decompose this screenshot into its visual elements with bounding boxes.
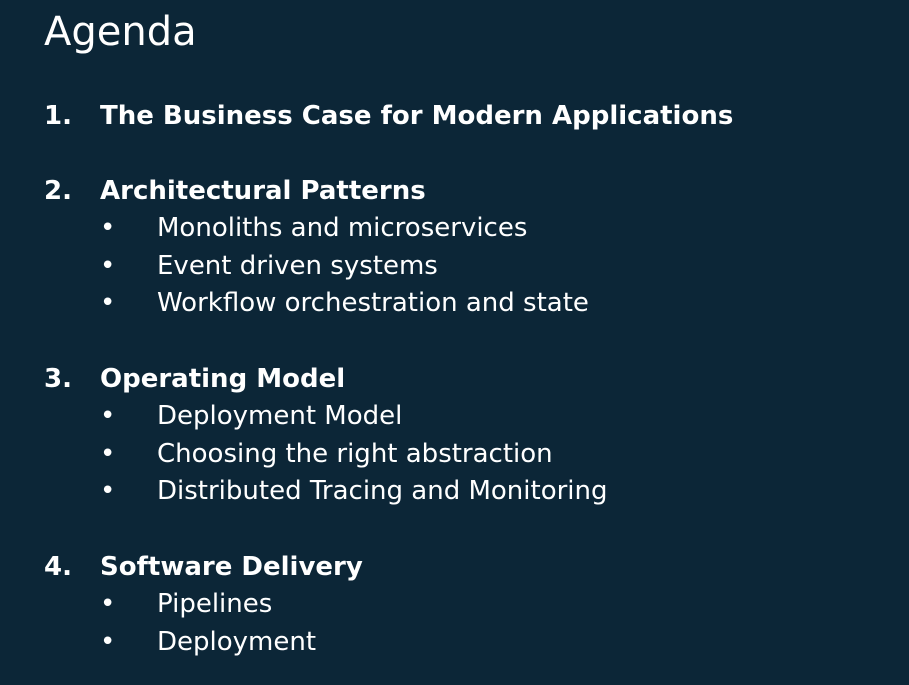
list-item-text: Pipelines: [157, 589, 273, 619]
list-item-text: Distributed Tracing and Monitoring: [157, 476, 608, 506]
bullet-icon: •: [100, 589, 116, 619]
list-item-text: Deployment: [157, 626, 317, 657]
list-item-text: Workflow orchestration and state: [157, 288, 589, 318]
list-item: • Event driven systems: [0, 248, 909, 286]
bullet-icon: •: [100, 213, 116, 243]
agenda-section-1: 1. The Business Case for Modern Applicat…: [0, 98, 909, 135]
list-item: • Pipelines: [0, 586, 909, 624]
list-item-text: Monoliths and microservices: [157, 213, 528, 243]
list-item-text: Deployment Model: [157, 401, 403, 431]
list-item: • Distributed Tracing and Monitoring: [0, 473, 909, 511]
section-number: 2.: [44, 176, 72, 206]
bullet-icon: •: [100, 288, 116, 318]
list-item: • Choosing the right abstraction: [0, 436, 909, 474]
agenda-section-4: 4. Software Delivery • Pipelines • Deplo…: [0, 549, 909, 661]
bullet-icon: •: [100, 401, 116, 431]
section-number: 4.: [44, 552, 72, 582]
section-number: 1.: [44, 101, 72, 131]
list-item: • Deployment Model: [0, 398, 909, 436]
agenda-section-2: 2. Architectural Patterns • Monoliths an…: [0, 173, 909, 323]
section-heading: Architectural Patterns: [100, 176, 426, 206]
section-heading-row: 3. Operating Model: [0, 361, 909, 398]
bullet-icon: •: [100, 438, 116, 469]
list-item-text: Choosing the right abstraction: [157, 438, 553, 469]
section-heading: The Business Case for Modern Application…: [100, 101, 734, 131]
section-heading-row: 4. Software Delivery: [0, 549, 909, 586]
list-item-text: Event driven systems: [157, 250, 438, 281]
list-item: • Monoliths and microservices: [0, 210, 909, 248]
section-number: 3.: [44, 364, 72, 394]
section-heading-row: 2. Architectural Patterns: [0, 173, 909, 210]
section-heading-row: 1. The Business Case for Modern Applicat…: [0, 98, 909, 135]
section-heading: Operating Model: [100, 364, 346, 394]
section-heading: Software Delivery: [100, 552, 363, 582]
bullet-icon: •: [100, 476, 116, 506]
bullet-icon: •: [100, 626, 116, 657]
list-item: • Workflow orchestration and state: [0, 285, 909, 323]
slide-title: Agenda: [44, 9, 197, 55]
list-item: • Deployment: [0, 624, 909, 662]
bullet-icon: •: [100, 250, 116, 281]
agenda-section-3: 3. Operating Model • Deployment Model • …: [0, 361, 909, 511]
